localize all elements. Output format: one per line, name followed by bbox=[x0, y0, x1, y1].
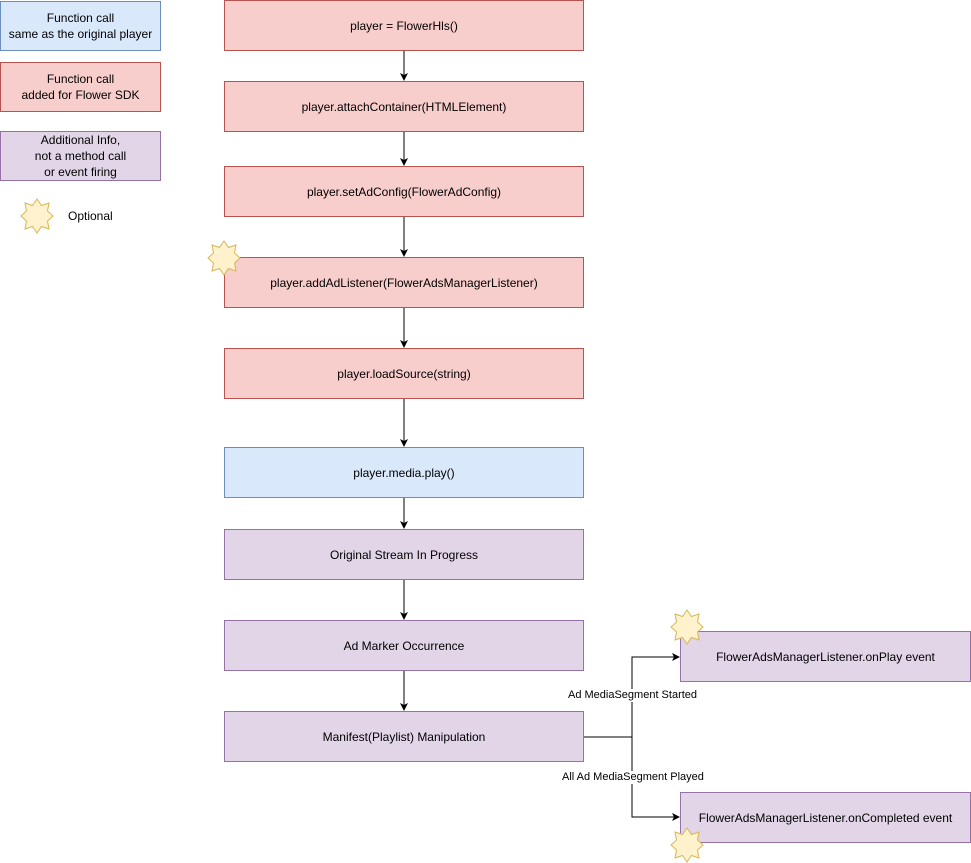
node-stream-in-progress: Original Stream In Progress bbox=[224, 529, 584, 580]
node-on-completed-event: FlowerAdsManagerListener.onCompleted eve… bbox=[680, 792, 971, 843]
legend-optional-label: Optional bbox=[68, 209, 113, 223]
legend-additional-info-box: Additional Info, not a method call or ev… bbox=[0, 131, 161, 181]
node-media-play: player.media.play() bbox=[224, 447, 584, 498]
node-set-ad-config-label: player.setAdConfig(FlowerAdConfig) bbox=[306, 184, 502, 199]
node-new-player-label: player = FlowerHls() bbox=[350, 18, 458, 33]
legend-flower-call-box: Function call added for Flower SDK bbox=[0, 62, 161, 112]
legend-flower-call-label: Function call added for Flower SDK bbox=[21, 72, 140, 102]
node-new-player: player = FlowerHls() bbox=[224, 0, 584, 51]
node-attach-container-label: player.attachContainer(HTMLElement) bbox=[301, 99, 507, 114]
node-ad-marker-label: Ad Marker Occurrence bbox=[343, 638, 465, 653]
node-on-completed-event-label: FlowerAdsManagerListener.onCompleted eve… bbox=[698, 810, 953, 825]
node-load-source: player.loadSource(string) bbox=[224, 348, 584, 399]
edge-label-all-ad-segment-played: All Ad MediaSegment Played bbox=[562, 771, 704, 784]
node-stream-in-progress-label: Original Stream In Progress bbox=[329, 547, 479, 562]
legend-additional-info-label: Additional Info, not a method call or ev… bbox=[34, 133, 127, 179]
edge-label-ad-segment-started: Ad MediaSegment Started bbox=[568, 689, 698, 702]
node-media-play-label: player.media.play() bbox=[353, 465, 455, 480]
node-ad-marker: Ad Marker Occurrence bbox=[224, 620, 584, 671]
node-manifest-manipulation: Manifest(Playlist) Manipulation bbox=[224, 711, 584, 762]
node-set-ad-config: player.setAdConfig(FlowerAdConfig) bbox=[224, 166, 584, 217]
legend-original-call-label: Function call same as the original playe… bbox=[8, 11, 153, 41]
node-manifest-manipulation-label: Manifest(Playlist) Manipulation bbox=[322, 729, 486, 744]
node-load-source-label: player.loadSource(string) bbox=[337, 366, 471, 381]
legend-original-call-box: Function call same as the original playe… bbox=[0, 1, 161, 51]
node-on-play-event: FlowerAdsManagerListener.onPlay event bbox=[680, 631, 971, 682]
node-on-play-event-label: FlowerAdsManagerListener.onPlay event bbox=[716, 649, 935, 664]
legend-optional-star-icon bbox=[20, 198, 54, 234]
node-attach-container: player.attachContainer(HTMLElement) bbox=[224, 81, 584, 132]
node-add-ad-listener-label: player.addAdListener(FlowerAdsManagerLis… bbox=[270, 275, 538, 290]
node-add-ad-listener: player.addAdListener(FlowerAdsManagerLis… bbox=[224, 257, 584, 308]
